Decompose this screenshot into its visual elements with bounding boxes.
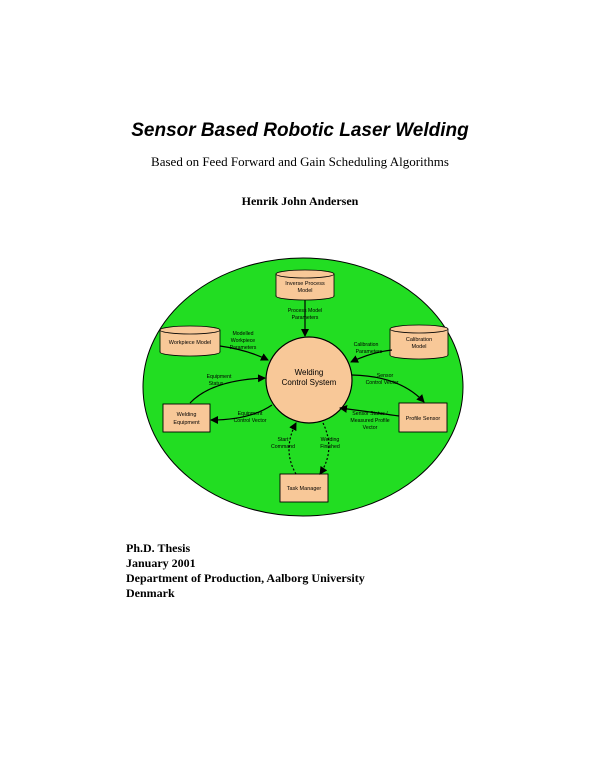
label-sensor-status-3: Vector bbox=[363, 425, 378, 431]
thesis-date: January 2001 bbox=[126, 556, 196, 570]
arrow-calibration-params bbox=[350, 349, 393, 363]
welding-control-system-node: Welding Control System bbox=[265, 336, 353, 424]
label-workpiece-params-3: Parameters bbox=[230, 345, 257, 351]
profile-sensor-label: Profile Sensor bbox=[406, 416, 441, 422]
profile-sensor-node: Profile Sensor bbox=[398, 402, 448, 433]
thesis-country: Denmark bbox=[126, 586, 175, 600]
document-title: Sensor Based Robotic Laser Welding bbox=[131, 120, 469, 141]
document-subtitle: Based on Feed Forward and Gain Schedulin… bbox=[151, 154, 449, 169]
arrow-sensor-status bbox=[339, 404, 400, 417]
label-calibration-params-1: Calibration bbox=[354, 342, 379, 348]
calibration-label-2: Model bbox=[412, 344, 427, 350]
arrow-sensor-control bbox=[351, 374, 425, 403]
label-start-2: Command bbox=[271, 444, 295, 450]
label-equipment-control-2: Control Vector bbox=[234, 418, 267, 424]
label-finished-2: Finished bbox=[320, 444, 340, 450]
inverse-process-label-1: Inverse Process bbox=[285, 281, 325, 287]
arrow-workpiece-params bbox=[219, 345, 269, 361]
label-sensor-control-2: Control Vector bbox=[366, 380, 399, 386]
welding-equipment-label-1: Welding bbox=[177, 412, 197, 418]
author-name: Henrik John Andersen bbox=[241, 194, 359, 208]
welding-equipment-label-2: Equipment bbox=[173, 420, 200, 426]
label-process-params-2: Parameters bbox=[292, 315, 319, 321]
arrow-labels: Process Model Parameters Modelled Workpi… bbox=[207, 308, 399, 450]
label-workpiece-params-2: Workpiece bbox=[231, 338, 256, 344]
task-manager-node: Task Manager bbox=[279, 473, 329, 503]
label-calibration-params-2: Parameters bbox=[356, 349, 383, 355]
inverse-process-label-2: Model bbox=[298, 288, 313, 294]
label-sensor-status-2: Measured Profile bbox=[350, 418, 389, 424]
arrow-equipment-status bbox=[189, 374, 266, 404]
arrow-equipment-control bbox=[210, 404, 273, 424]
task-manager-label: Task Manager bbox=[287, 486, 322, 492]
welding-equipment-node: Welding Equipment bbox=[162, 403, 211, 433]
center-label-1: Welding bbox=[295, 368, 324, 377]
calibration-label-1: Calibration bbox=[406, 337, 432, 343]
thesis-info: Ph.D. Thesis January 2001 Department of … bbox=[126, 541, 365, 601]
label-workpiece-params-1: Modelled bbox=[232, 331, 253, 337]
arrow-start-command bbox=[288, 422, 297, 475]
diagram-arrows bbox=[189, 300, 425, 475]
label-equipment-status-2: Status bbox=[209, 381, 224, 387]
thesis-type: Ph.D. Thesis bbox=[126, 541, 191, 555]
label-finished-1: Welding bbox=[321, 437, 340, 443]
arrow-welding-finished bbox=[319, 422, 330, 475]
inverse-process-model-node: Inverse Process Model bbox=[275, 269, 335, 301]
label-sensor-status-1: Sensor Status / bbox=[352, 411, 388, 417]
center-label-2: Control System bbox=[282, 378, 337, 387]
label-sensor-control-1: Sensor bbox=[377, 373, 394, 379]
workpiece-model-label: Workpiece Model bbox=[169, 340, 211, 346]
workpiece-model-node: Workpiece Model bbox=[159, 325, 221, 357]
label-equipment-control-1: Equipment bbox=[238, 411, 263, 417]
label-start-1: Start bbox=[278, 437, 290, 443]
thesis-department: Department of Production, Aalborg Univer… bbox=[126, 571, 365, 585]
calibration-model-node: Calibration Model bbox=[389, 324, 449, 360]
label-process-params-1: Process Model bbox=[288, 308, 322, 314]
label-equipment-status-1: Equipment bbox=[207, 374, 232, 380]
